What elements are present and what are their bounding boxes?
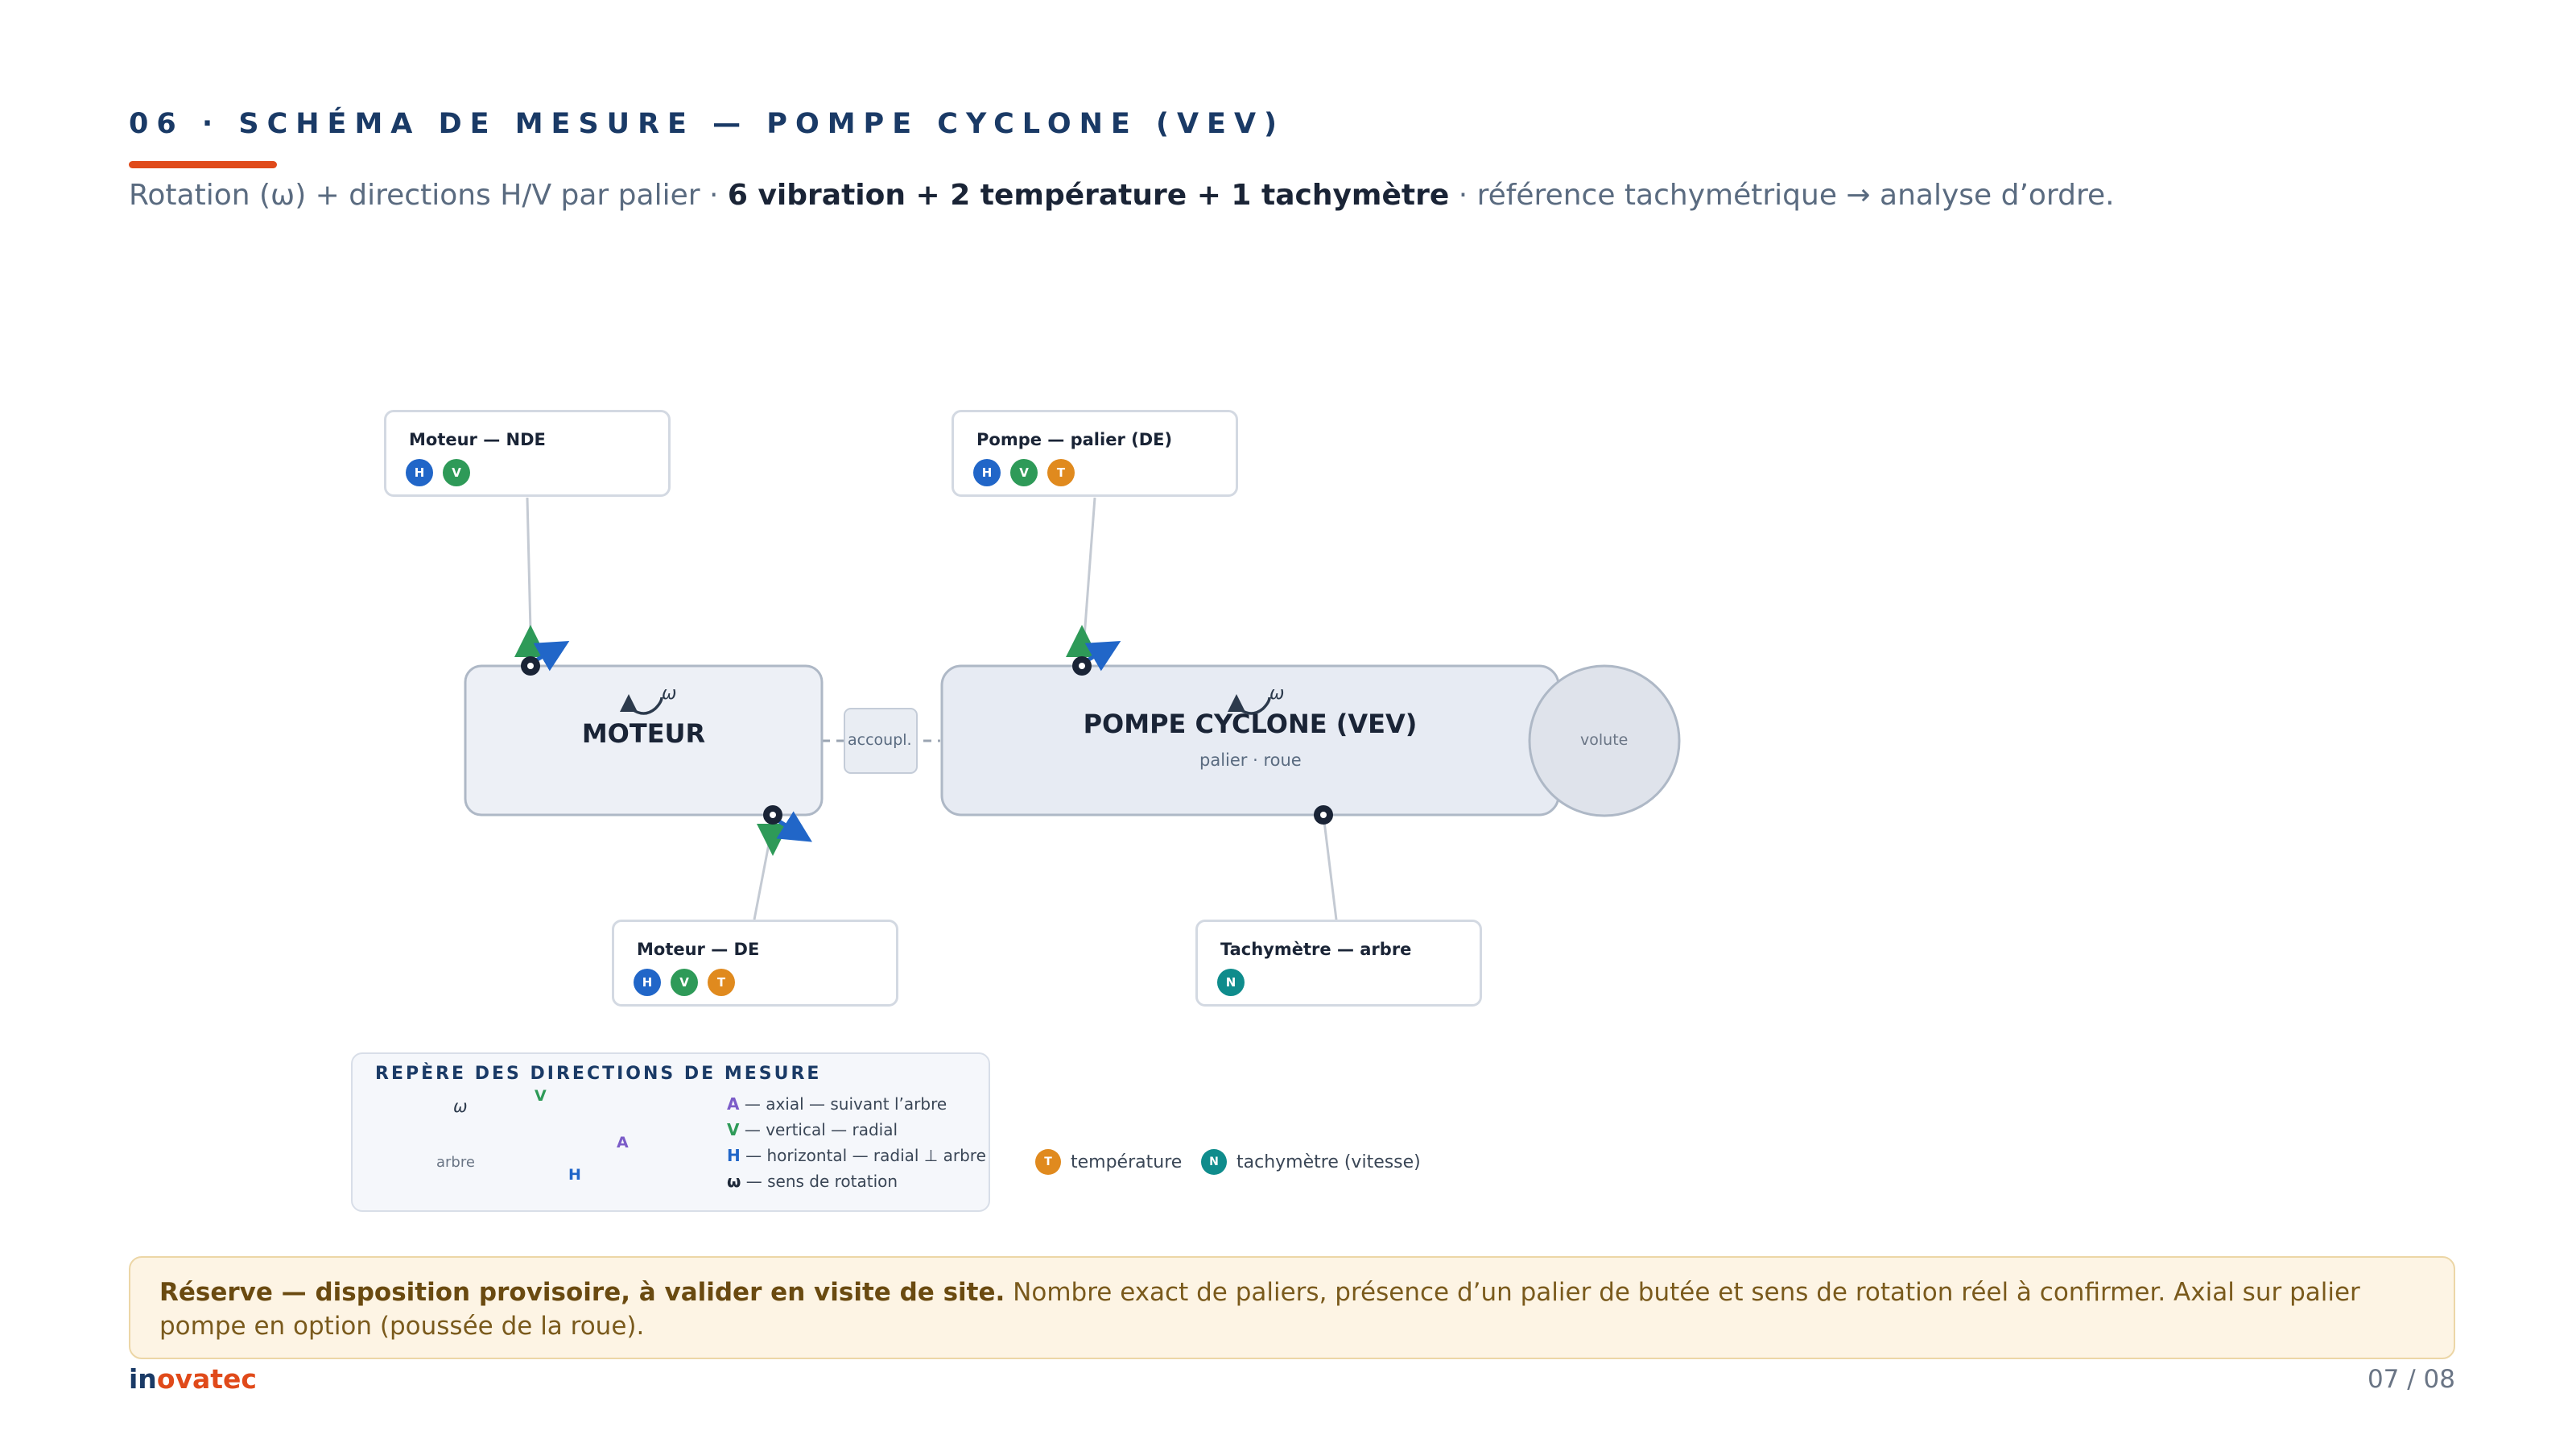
legend-title: REPÈRE DES DIRECTIONS DE MESURE [375,1064,822,1084]
subtitle-outro: · référence tachymétrique → analyse d’or… [1449,179,2115,212]
badge-v: V [671,969,698,996]
badge-v: V [443,459,470,486]
sensor-pump-de [1066,625,1121,676]
badge-t: T [708,969,735,996]
page-title: 06 · SCHÉMA DE MESURE — POMPE CYCLONE (V… [129,108,1286,140]
volute-label: volute [1580,731,1629,749]
title-accent-rule [129,161,277,168]
badge-v: V [1010,459,1038,486]
reserve-text: Nombre exact de paliers, présence d’un p… [159,1278,2360,1341]
reserve-note: Réserve — disposition provisoire, à vali… [129,1256,2455,1359]
leader-pump-de [1081,497,1096,659]
motor-rotation-icon [620,694,663,715]
callout-tacho: Tachymètre — arbre N [1195,920,1482,1007]
reserve-title: Réserve — disposition provisoire, à vali… [159,1278,1005,1307]
callout-badges: H V T [973,459,1075,486]
callout-badges: H V [406,459,470,486]
key-temperature: T température [1035,1149,1182,1175]
brand-logo-suffix: ovatec [156,1363,257,1395]
callout-pump-de: Pompe — palier (DE) H V T [952,410,1238,497]
legend-axis-h: H [568,1166,581,1184]
badge-t: T [1047,459,1075,486]
subtitle-sensor-count: 6 vibration + 2 température + 1 tachymèt… [727,179,1450,212]
page-subtitle: Rotation (ω) + directions H/V par palier… [129,179,2115,212]
badge-n: N [1217,969,1245,996]
callout-motor-nde: Moteur — NDE H V [384,410,671,497]
badge-n: N [1201,1149,1227,1175]
badge-h: H [406,459,433,486]
motor-omega: ω [662,684,677,704]
volute [1528,664,1681,817]
legend-item-horizontal: H — horizontal — radial ⊥ arbre [727,1146,986,1165]
callout-motor-de: Moteur — DE H V T [612,920,898,1007]
callout-title: Moteur — DE [637,940,760,959]
legend-axis-a: A [617,1134,629,1151]
badge-h: H [634,969,661,996]
key-temperature-label: température [1071,1151,1183,1172]
legend-shaft-label: arbre [436,1154,475,1171]
key-tachometer-label: tachymètre (vitesse) [1236,1151,1421,1172]
coupling-block [844,708,918,774]
legend-items: A — axial — suivant l’arbre V — vertical… [727,1094,986,1197]
brand-logo-prefix: in [129,1363,157,1395]
callout-title: Moteur — NDE [409,430,546,449]
pump-block [940,664,1560,817]
pump-label: POMPE CYCLONE (VEV) [1083,709,1418,739]
page-number: 07 / 08 [2367,1365,2455,1394]
badge-t: T [1035,1149,1061,1175]
badge-h: H [973,459,1001,486]
key-tachometer: N tachymètre (vitesse) [1201,1149,1421,1175]
brand-logo: inovatec [129,1363,257,1395]
leader-motor-nde [526,497,533,664]
callout-badges: N [1217,969,1245,996]
subtitle-intro: Rotation (ω) + directions H/V par palier… [129,179,728,212]
callout-title: Tachymètre — arbre [1220,940,1412,959]
callout-title: Pompe — palier (DE) [976,430,1173,449]
pump-rotation-icon [1228,694,1271,715]
legend-axis-v: V [535,1087,547,1105]
coupling-label: accoupl. [848,731,912,749]
sensor-motor-nde [514,625,570,676]
sensor-tacho [1314,805,1333,825]
legend-item-vertical: V — vertical — radial [727,1120,898,1139]
pump-sublabel: palier · roue [1199,750,1302,770]
pump-omega: ω [1269,684,1285,704]
legend-item-rotation: ω — sens de rotation [727,1172,898,1191]
direction-legend: REPÈRE DES DIRECTIONS DE MESURE A — axia… [351,1052,990,1212]
sensor-motor-de [757,805,812,856]
motor-label: MOTEUR [581,718,706,749]
legend-omega: ω [453,1097,468,1116]
leader-tacho [1322,814,1338,920]
legend-item-axial: A — axial — suivant l’arbre [727,1094,947,1114]
callout-badges: H V T [634,969,735,996]
motor-block [464,664,824,817]
